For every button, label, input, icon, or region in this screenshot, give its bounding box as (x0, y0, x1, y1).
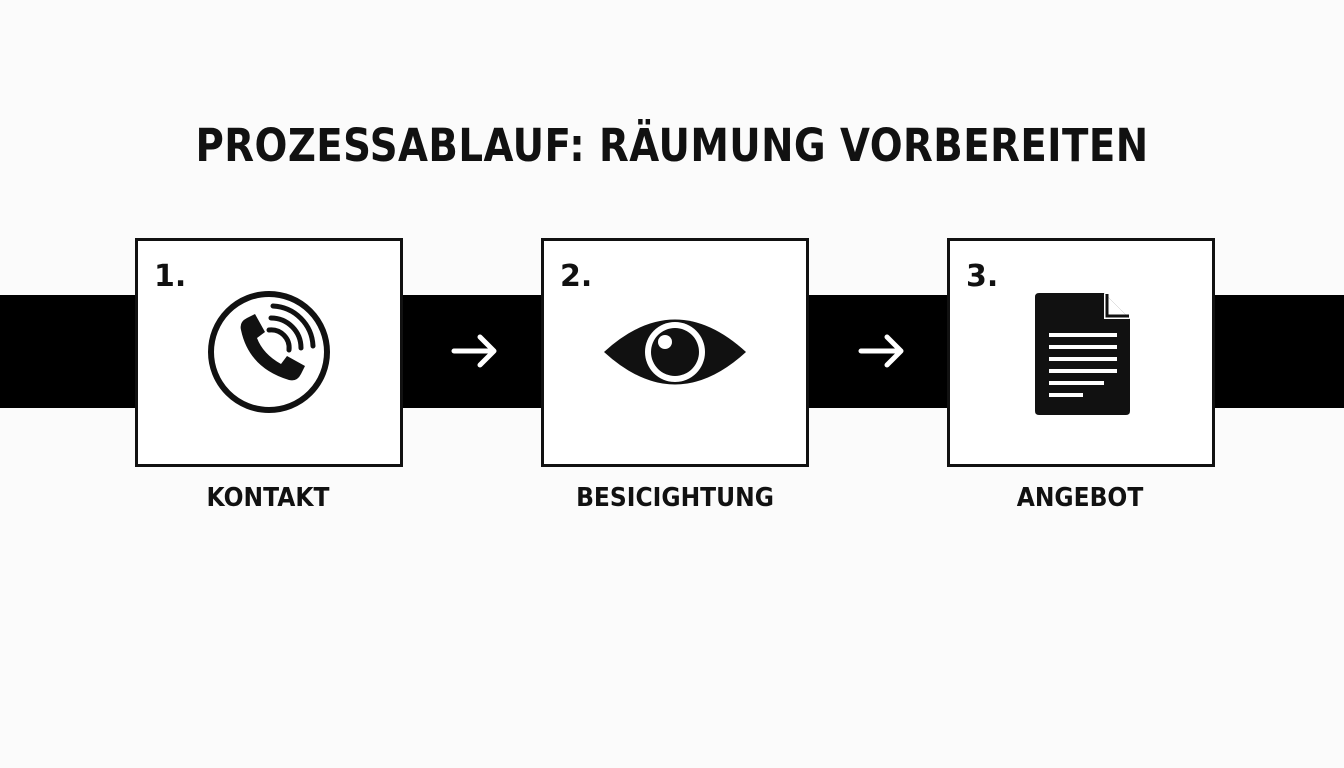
step-number: 3. (966, 259, 999, 294)
step-label-kontakt: KONTAKT (206, 483, 330, 513)
step-label-angebot: ANGEBOT (1016, 483, 1144, 513)
step-box-angebot: 3. (947, 238, 1215, 467)
step-label-besichtigung: BESICIGHTUNG (576, 483, 774, 513)
arrow-right-icon (858, 334, 904, 368)
diagram-title: PROZESSABLAUF: RÄUMUNG VORBEREITEN (195, 119, 1149, 172)
step-number: 2. (560, 259, 593, 294)
step-box-kontakt: 1. (135, 238, 403, 467)
document-icon (1035, 293, 1130, 415)
phone-icon (208, 291, 330, 413)
step-box-besichtigung: 2. (541, 238, 809, 467)
arrow-right-icon (451, 334, 497, 368)
eye-icon (604, 319, 746, 385)
step-number: 1. (154, 259, 187, 294)
